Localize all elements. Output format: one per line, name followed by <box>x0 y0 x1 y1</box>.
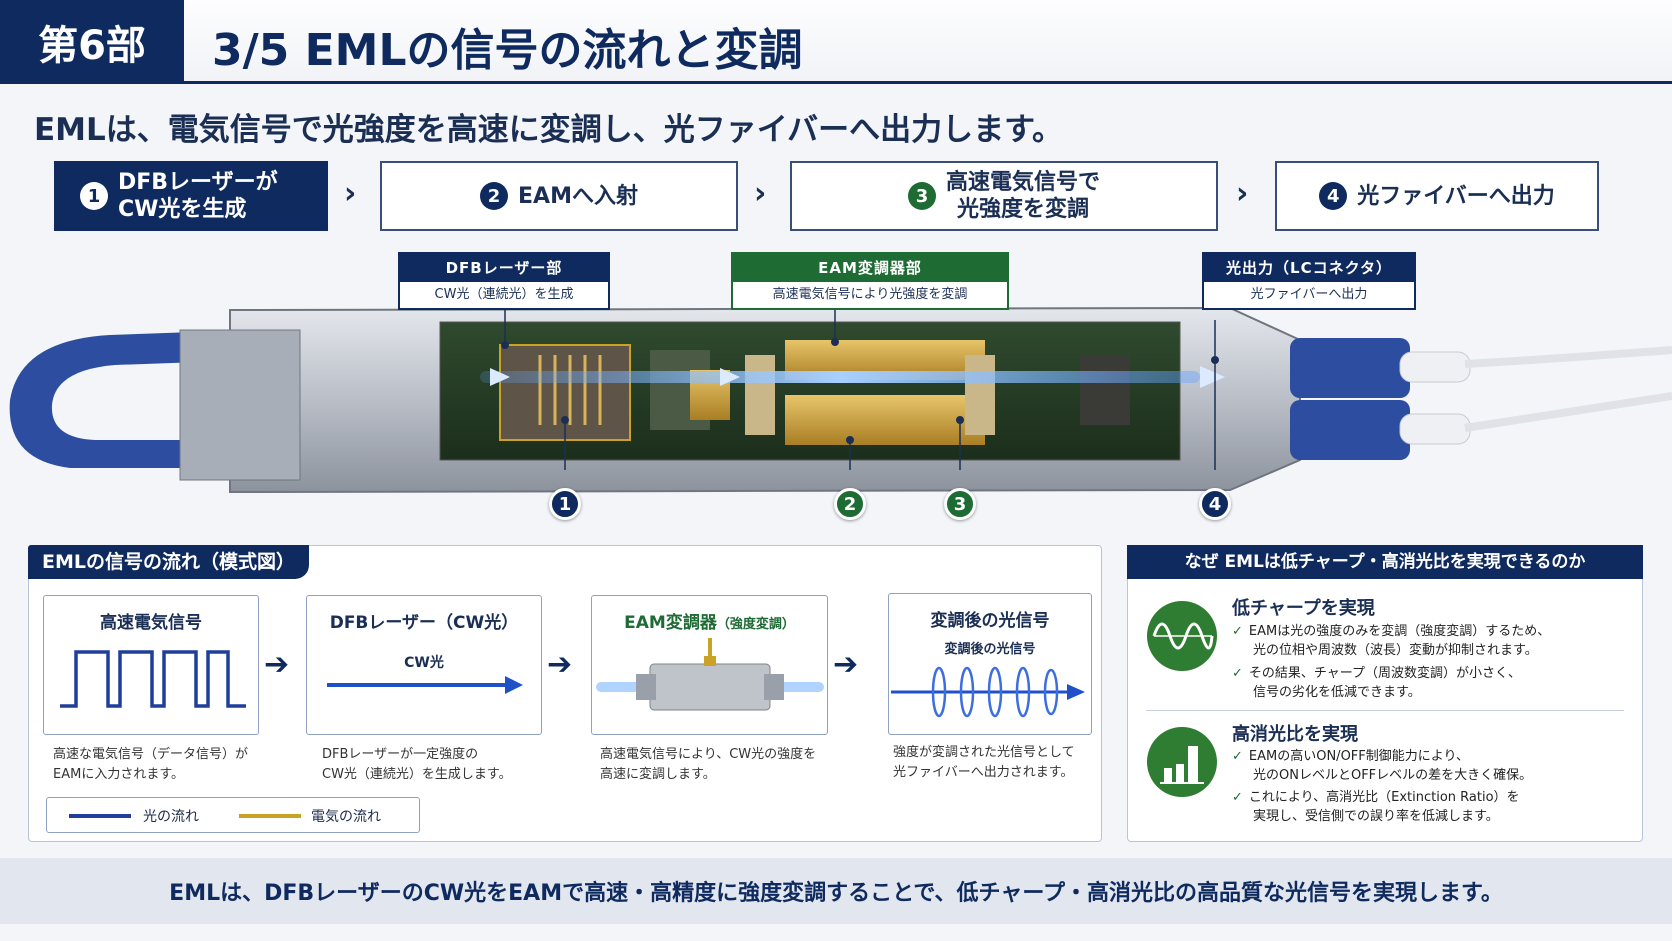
step-2-number: 2 <box>480 182 509 210</box>
extinction-bullet-2-a: これにより、高消光比（Extinction Ratio）を <box>1248 790 1520 805</box>
step-3-line1: 高速電気信号で <box>945 170 1100 195</box>
eam-device-icon <box>596 638 824 711</box>
step-2-label: EAMへ入射 <box>518 183 638 209</box>
eam-callout: EAM変調器部 高速電気信号により光強度を変調 <box>731 252 1009 310</box>
flow-box-output: 変調後の光信号 変調後の光信号 <box>888 593 1092 735</box>
cw-light-arrow <box>327 676 523 694</box>
extinction-ratio-icon <box>1147 727 1217 797</box>
output-callout-title: 光出力（LCコネクタ） <box>1204 254 1414 282</box>
low-chirp-icon <box>1147 601 1217 671</box>
flow-box-eam-title: EAM変調器（強度変調） <box>592 608 827 633</box>
low-chirp-bullet-1: ✓ EAMは光の強度のみを変調（強度変調）するため、光の位相や周波数（波長）変動が… <box>1232 622 1550 660</box>
marker-3: 3 <box>944 488 976 520</box>
extinction-bullet-1-a: EAMの高いON/OFF制御能力により、 <box>1248 749 1469 764</box>
light-flow-swatch <box>69 814 131 818</box>
flow-panel-title: EMLの信号の流れ（模式図） <box>28 545 309 579</box>
check-icon: ✓ <box>1232 749 1243 764</box>
flow-caption-dfb-1: DFBレーザーが一定強度の <box>322 747 479 762</box>
page-subtitle: EMLは、電気信号で光強度を高速に変調し、光ファイバーへ出力します。 <box>34 112 1064 148</box>
flow-box-output-title: 変調後の光信号 <box>930 611 1050 631</box>
why-divider <box>1146 710 1624 711</box>
electric-flow-label: 電気の流れ <box>311 809 381 825</box>
low-chirp-bullet-1-a: EAMは光の強度のみを変調（強度変調）するため、 <box>1248 624 1551 639</box>
extinction-bullet-1-b: 光のONレベルとOFFレベルの差を大きく確保。 <box>1253 768 1533 783</box>
why-panel-title: なぜ EMLは低チャープ・高消光比を実現できるのか <box>1127 545 1643 579</box>
dfb-callout-title: DFBレーザー部 <box>400 254 608 282</box>
flow-box-eam: EAM変調器（強度変調） <box>591 595 828 735</box>
flow-caption-eam-2: 高速に変調します。 <box>600 767 716 782</box>
low-chirp-bullet-2-b: 信号の劣化を低減できます。 <box>1253 685 1421 700</box>
extinction-bullet-2-b: 実現し、受信側での誤り率を低減します。 <box>1253 809 1499 824</box>
flow-caption-dfb: DFBレーザーが一定強度の CW光（連続光）を生成します。 <box>322 745 512 785</box>
flow-caption-electric-2: EAMに入力されます。 <box>53 767 185 782</box>
flow-box-electric: 高速電気信号 <box>43 595 259 735</box>
eam-callout-sub: 高速電気信号により光強度を変調 <box>772 287 968 302</box>
marker-2: 2 <box>834 488 866 520</box>
flow-arrow-3: ➔ <box>833 647 859 682</box>
electric-flow-swatch <box>239 814 301 818</box>
flow-box-dfb: DFBレーザー（CW光） CW光 <box>306 595 542 735</box>
eml-module-illustration <box>9 300 1672 494</box>
low-chirp-bullet-2: ✓ その結果、チャープ（周波数変調）が小さく、信号の劣化を低減できます。 <box>1232 664 1521 702</box>
step-4: 4 光ファイバーへ出力 <box>1275 161 1599 231</box>
light-flow-label: 光の流れ <box>143 809 199 825</box>
extinction-bullet-2: ✓ これにより、高消光比（Extinction Ratio）を実現し、受信側での誤… <box>1232 788 1520 826</box>
check-icon: ✓ <box>1232 790 1243 805</box>
flow-box-electric-title: 高速電気信号 <box>100 613 202 633</box>
flow-arrow-2: ➔ <box>547 647 573 682</box>
step-1-line1: DFBレーザーが <box>118 170 278 195</box>
extinction-bullet-1: ✓ EAMの高いON/OFF制御能力により、光のONレベルとOFFレベルの差を大き… <box>1232 747 1532 785</box>
why-panel <box>1127 545 1643 842</box>
flow-caption-output-1: 強度が変調された光信号として <box>893 745 1075 760</box>
dfb-callout: DFBレーザー部 CW光（連続光）を生成 <box>398 252 610 310</box>
check-icon: ✓ <box>1232 624 1243 639</box>
flow-arrow-1: ➔ <box>264 647 290 682</box>
flow-box-output-inner: 変調後の光信号 <box>944 642 1036 657</box>
output-callout: 光出力（LCコネクタ） 光ファイバーへ出力 <box>1202 252 1416 310</box>
low-chirp-bullet-2-a: その結果、チャープ（周波数変調）が小さく、 <box>1248 666 1521 681</box>
low-chirp-bullet-1-b: 光の位相や周波数（波長）変動が抑制されます。 <box>1253 643 1538 658</box>
modulated-signal-icon <box>891 666 1085 718</box>
step-separator-1: › <box>344 176 357 211</box>
header-bar <box>0 0 1672 84</box>
step-3-line2: 光強度を変調 <box>956 197 1089 222</box>
flow-box-dfb-inner: CW光 <box>404 655 444 671</box>
flow-caption-output-2: 光ファイバーへ出力されます。 <box>893 765 1074 780</box>
light-beam <box>480 371 1200 383</box>
square-wave-icon <box>60 650 246 708</box>
flow-caption-output: 強度が変調された光信号として光ファイバーへ出力されます。 <box>893 743 1075 783</box>
marker-1: 1 <box>549 488 581 520</box>
flow-caption-dfb-2: CW光（連続光）を生成します。 <box>322 767 512 782</box>
output-callout-sub: 光ファイバーへ出力 <box>1250 287 1368 302</box>
dfb-callout-sub: CW光（連続光）を生成 <box>434 287 574 302</box>
lc-connector <box>1290 338 1410 398</box>
flow-caption-eam: 高速電気信号により、CW光の強度を高速に変調します。 <box>600 745 816 785</box>
step-2: 2 EAMへ入射 <box>380 161 738 231</box>
low-chirp-heading: 低チャープを実現 <box>1232 598 1375 619</box>
step-1-line2: CW光を生成 <box>118 197 247 222</box>
extinction-heading: 高消光比を実現 <box>1232 724 1358 745</box>
step-separator-2: › <box>754 176 767 211</box>
flow-caption-electric: 高速な電気信号（データ信号）が EAMに入力されます。 <box>53 745 248 785</box>
check-icon: ✓ <box>1232 666 1243 681</box>
step-separator-3: › <box>1236 176 1249 211</box>
step-3-number: 3 <box>907 182 936 210</box>
part-badge: 第6部 <box>0 0 184 84</box>
flow-box-eam-title-small: （強度変調） <box>716 617 795 632</box>
step-3: 3 高速電気信号で光強度を変調 <box>790 161 1218 231</box>
flow-box-eam-title-main: EAM変調器 <box>624 613 717 633</box>
step-1-number: 1 <box>80 182 108 210</box>
step-4-label: 光ファイバーへ出力 <box>1357 183 1555 209</box>
eam-callout-title: EAM変調器部 <box>733 254 1007 282</box>
flow-legend: 光の流れ 電気の流れ <box>46 797 420 833</box>
flow-box-dfb-title: DFBレーザー（CW光） <box>329 613 519 633</box>
step-4-number: 4 <box>1319 182 1348 210</box>
flow-caption-eam-1: 高速電気信号により、CW光の強度を <box>600 747 817 762</box>
summary-footer: EMLは、DFBレーザーのCW光をEAMで高速・高精度に強度変調することで、低チ… <box>0 858 1672 924</box>
marker-4: 4 <box>1199 488 1231 520</box>
flow-caption-electric-1: 高速な電気信号（データ信号）が <box>53 747 249 762</box>
page-title: 3/5 EMLの信号の流れと変調 <box>212 25 803 76</box>
